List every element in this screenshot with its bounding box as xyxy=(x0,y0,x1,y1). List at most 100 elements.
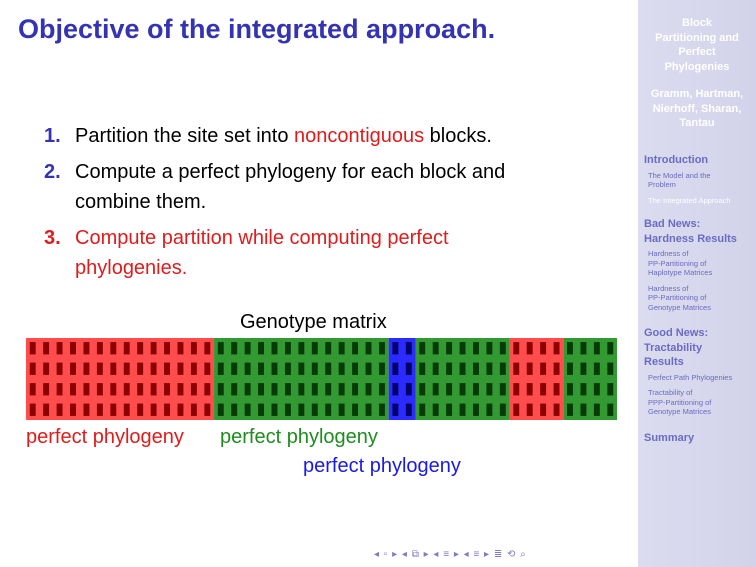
matrix-cell xyxy=(164,403,170,416)
matrix-cell xyxy=(392,403,399,416)
matrix-cell xyxy=(244,362,251,375)
sidebar-subsection-label[interactable]: Haplotype Matrices xyxy=(648,268,713,277)
matrix-cell xyxy=(392,342,399,355)
matrix-cell xyxy=(311,403,318,416)
matrix-cell xyxy=(446,403,453,416)
matrix-cell xyxy=(513,403,520,416)
sidebar-section-label[interactable]: Bad News: xyxy=(644,218,701,230)
matrix-cell xyxy=(405,362,412,375)
matrix-cell xyxy=(432,362,439,375)
matrix-cell xyxy=(29,342,36,355)
matrix-cell xyxy=(311,383,318,396)
sidebar-subsection-label[interactable]: Hardness of xyxy=(648,249,689,258)
matrix-cell xyxy=(271,403,278,416)
matrix-cell xyxy=(459,383,466,396)
matrix-cell xyxy=(607,403,614,416)
slide-title: Objective of the integrated approach. xyxy=(18,14,496,44)
matrix-cell xyxy=(486,342,493,355)
matrix-cell xyxy=(137,342,144,355)
matrix-cell xyxy=(96,383,103,396)
sidebar-author-line: Gramm, Hartman, xyxy=(650,88,744,100)
sidebar-subsection-label[interactable]: PP-Partitioning of xyxy=(648,258,707,268)
matrix-cell xyxy=(190,362,197,375)
matrix-cell xyxy=(204,383,211,396)
matrix-cell xyxy=(83,342,90,355)
matrix-cell xyxy=(284,383,291,396)
matrix-cell xyxy=(607,383,614,396)
sidebar-section-label[interactable]: Hardness Results xyxy=(644,232,737,245)
sidebar-section-label[interactable]: Good News: xyxy=(644,327,709,339)
matrix-cell xyxy=(271,342,278,355)
matrix-cell xyxy=(284,362,291,375)
matrix-cell xyxy=(56,383,63,396)
matrix-cell xyxy=(378,383,385,396)
matrix-cell xyxy=(164,383,170,396)
matrix-cell xyxy=(123,342,130,355)
sidebar-section-label[interactable]: Tractability xyxy=(644,341,703,354)
sidebar-subsection-label[interactable]: PP-Partitioning of xyxy=(648,293,707,302)
matrix-cell xyxy=(190,403,197,416)
sidebar-section-label[interactable]: Results xyxy=(644,356,684,368)
matrix-cell xyxy=(217,403,224,416)
matrix-cell xyxy=(325,362,332,375)
matrix-cell xyxy=(365,383,372,396)
matrix-cell xyxy=(540,383,547,396)
matrix-cell xyxy=(284,342,291,355)
matrix-cell xyxy=(231,362,238,375)
matrix-cell xyxy=(177,403,184,416)
matrix-cell xyxy=(83,383,90,396)
navigation-controls[interactable]: ◂ ▫ ▸ ◂ ⧉ ▸ ◂ ≡ ▸ ◂ ≡ ▸ ≣ ⟲ ⌕ xyxy=(374,549,527,560)
sidebar-section-label[interactable]: Summary xyxy=(644,432,695,444)
matrix-cell xyxy=(177,383,184,396)
matrix-cell xyxy=(284,403,291,416)
matrix-cell xyxy=(190,342,197,355)
matrix-cell xyxy=(29,362,36,375)
sidebar-subsection-label[interactable]: Tractability of xyxy=(648,388,693,397)
sidebar-subsection-label[interactable]: The Model and the xyxy=(648,170,711,180)
matrix-cell xyxy=(150,362,157,375)
sidebar-subsection-label[interactable]: The Integrated Approach xyxy=(648,195,731,205)
matrix-cell xyxy=(473,383,479,396)
matrix-cell xyxy=(217,342,224,355)
matrix-cell xyxy=(593,342,600,355)
matrix-cell xyxy=(271,362,278,375)
matrix-cell xyxy=(137,403,144,416)
matrix-cell xyxy=(580,383,587,396)
matrix-cell xyxy=(352,342,359,355)
sidebar-subsection-label[interactable]: Hardness of xyxy=(648,283,689,293)
phylogeny-label-red: perfect phylogeny xyxy=(26,426,184,448)
matrix-cell xyxy=(311,362,318,375)
sidebar-subsection-label[interactable]: Perfect Path Phylogenies xyxy=(648,372,733,382)
matrix-cell xyxy=(526,403,533,416)
matrix-cell xyxy=(499,362,506,375)
matrix-cell xyxy=(473,403,479,416)
sidebar-subsection-label[interactable]: Problem xyxy=(648,180,676,189)
matrix-cell xyxy=(499,403,506,416)
sidebar-subsection-label[interactable]: Genotype Matrices xyxy=(648,302,711,312)
matrix-cell xyxy=(526,342,533,355)
matrix-cell xyxy=(204,342,211,355)
matrix-cell xyxy=(110,383,117,396)
matrix-cell xyxy=(96,362,103,375)
sidebar-subsection-label[interactable]: PPP-Partitioning of xyxy=(648,397,712,407)
matrix-cell xyxy=(150,342,157,355)
matrix-cell xyxy=(217,383,224,396)
step-2: 2. Compute a perfect phylogeny for each … xyxy=(44,157,604,217)
matrix-cell xyxy=(56,342,63,355)
sidebar-subsection-label[interactable]: Genotype Matrices xyxy=(648,407,711,416)
matrix-cell xyxy=(513,362,520,375)
matrix-cell xyxy=(593,362,600,375)
matrix-cell xyxy=(459,342,466,355)
step-text: Partition the site set into xyxy=(75,125,295,147)
step-number: 2. xyxy=(44,161,61,183)
matrix-cell xyxy=(553,362,560,375)
matrix-cell xyxy=(473,362,479,375)
step-text-line2: combine them. xyxy=(75,191,207,213)
sidebar-section-label[interactable]: Introduction xyxy=(644,154,709,166)
matrix-cell xyxy=(365,403,372,416)
matrix-cell xyxy=(486,403,493,416)
matrix-label: Genotype matrix xyxy=(240,311,387,333)
matrix-cell xyxy=(150,383,157,396)
matrix-cell xyxy=(607,342,614,355)
matrix-cell xyxy=(446,362,453,375)
